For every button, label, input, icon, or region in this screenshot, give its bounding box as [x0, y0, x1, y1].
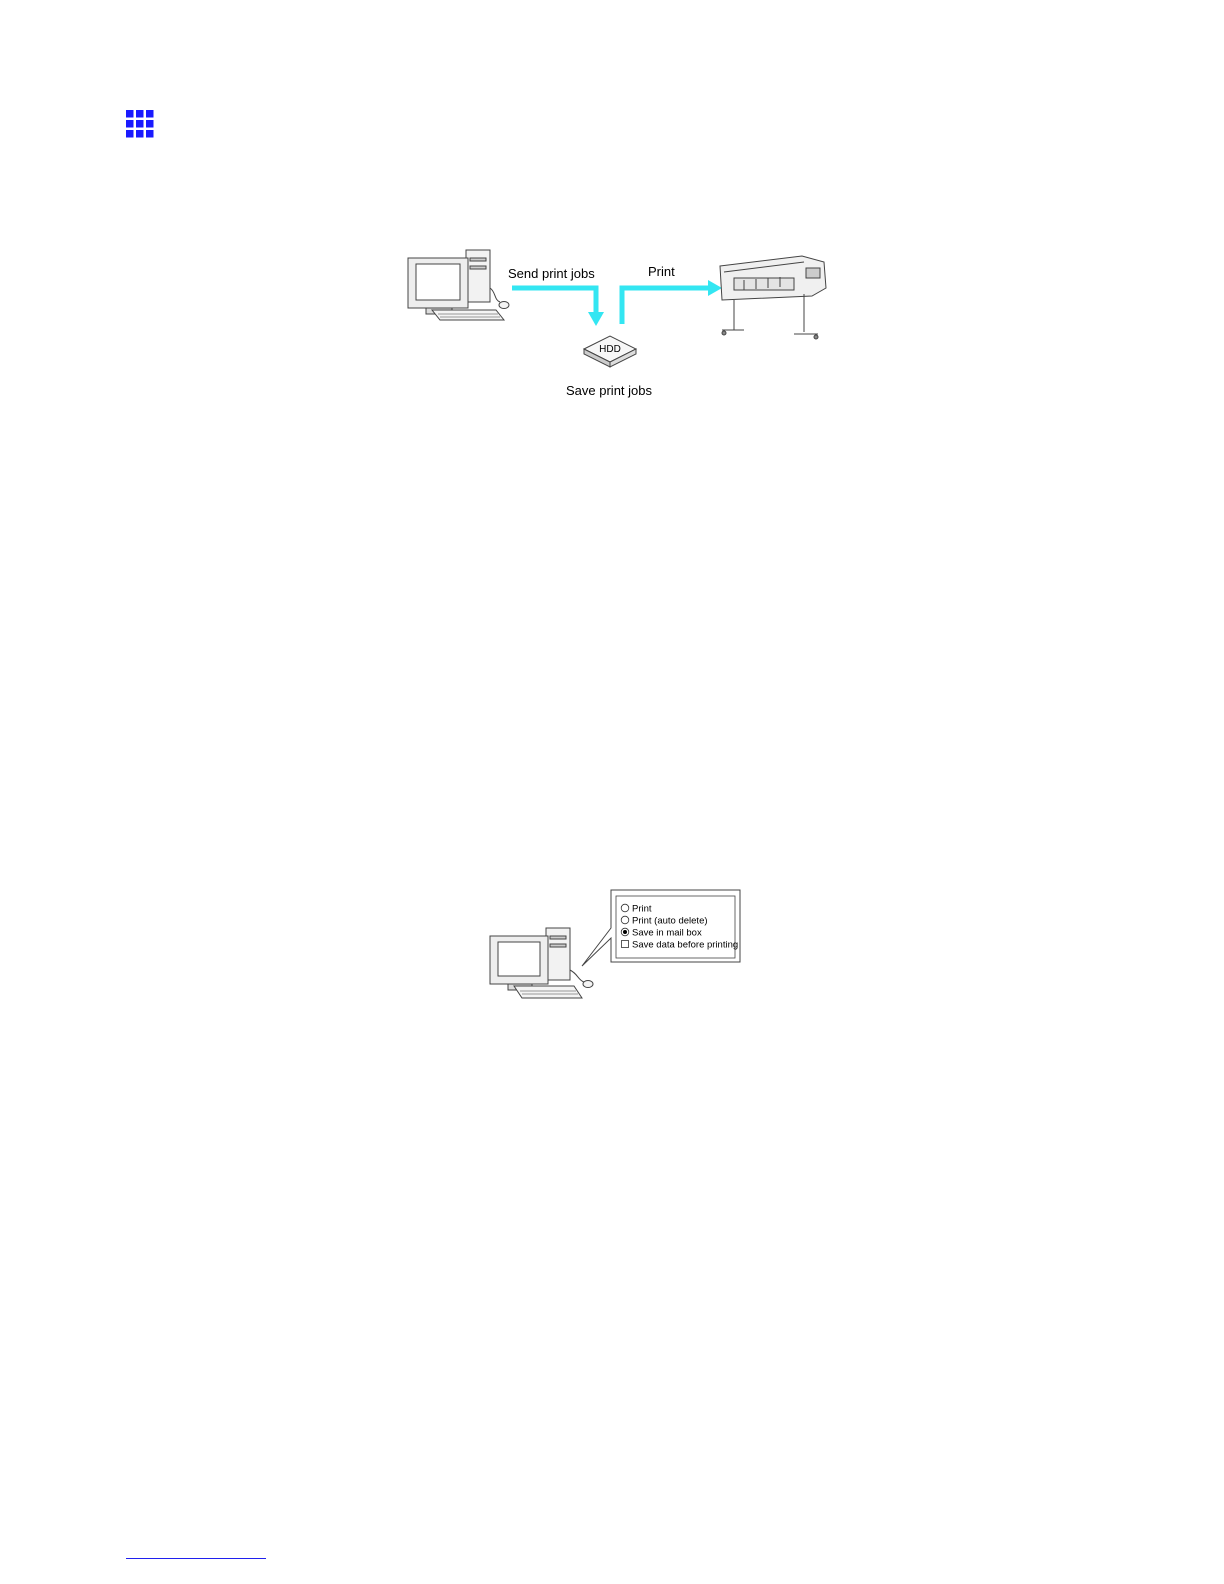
send-print-jobs-label: Send print jobs	[508, 266, 595, 281]
option-print-auto-delete: Print (auto delete)	[621, 916, 707, 927]
option-save-data-before-printing: Save data before printing	[622, 940, 739, 951]
checkbox-icon	[622, 941, 629, 948]
printer-icon	[720, 256, 826, 339]
svg-text:Print: Print	[632, 904, 652, 915]
svg-text:Save in mail box: Save in mail box	[632, 928, 702, 939]
computer-icon	[490, 928, 593, 998]
save-print-jobs-label: Save print jobs	[566, 383, 652, 398]
option-save-in-mail-box: Save in mail box	[621, 928, 702, 939]
print-options-diagram: Print Print (auto delete) Save in mail b…	[486, 886, 748, 1010]
print-flow-diagram: Send print jobs Print HDD Save print job…	[404, 244, 834, 414]
print-label: Print	[648, 264, 675, 279]
svg-text:Print (auto delete): Print (auto delete)	[632, 916, 708, 927]
hdd-label: HDD	[599, 344, 621, 355]
footer-link-underline	[126, 1558, 266, 1559]
radio-unselected-icon	[621, 916, 629, 924]
hdd-icon: HDD	[584, 336, 636, 367]
computer-icon	[408, 250, 509, 320]
radio-unselected-icon	[621, 904, 629, 912]
svg-text:Save data before printing: Save data before printing	[632, 940, 738, 951]
options-callout: Print Print (auto delete) Save in mail b…	[582, 890, 740, 966]
grid-icon	[126, 110, 154, 138]
